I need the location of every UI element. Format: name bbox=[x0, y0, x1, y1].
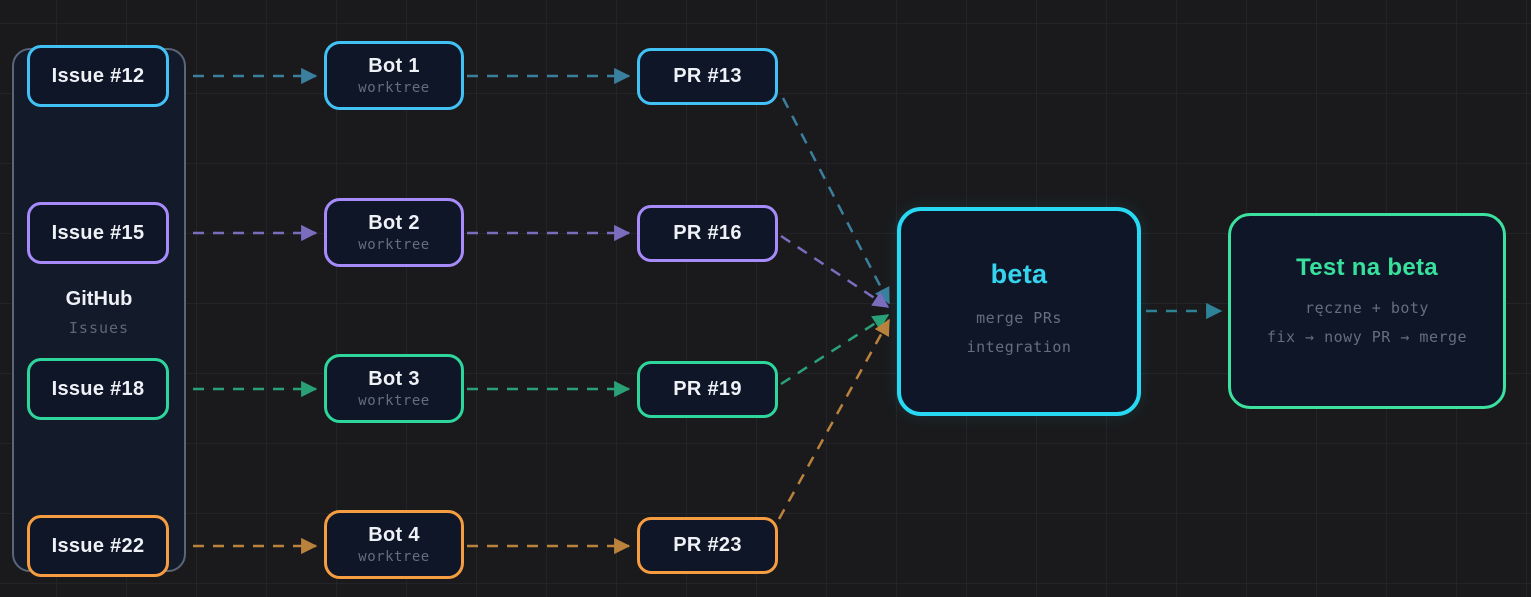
beta-description: merge PRs integration bbox=[967, 304, 1072, 362]
beta-title: beta bbox=[990, 259, 1048, 289]
github-group-label: GitHub Issues bbox=[14, 288, 184, 337]
bot-2-subtitle: worktree bbox=[358, 237, 430, 253]
issue-18-node: Issue #18 bbox=[27, 358, 169, 420]
issue-15-node: Issue #15 bbox=[27, 202, 169, 264]
test-na-beta-node: Test na beta ręczne + boty fix → nowy PR … bbox=[1228, 213, 1506, 409]
arrow-pr23-beta bbox=[777, 318, 891, 520]
test-line2: fix → nowy PR → merge bbox=[1266, 328, 1468, 346]
bot-4-subtitle: worktree bbox=[358, 549, 430, 565]
bot-1-title: Bot 1 bbox=[368, 55, 420, 77]
issue-15-label: Issue #15 bbox=[51, 221, 145, 244]
pr-23-label: PR #23 bbox=[673, 534, 742, 556]
arrow-pr13-beta bbox=[781, 97, 891, 305]
beta-line1: merge PRs bbox=[976, 309, 1062, 327]
issue-22-label: Issue #22 bbox=[51, 534, 145, 557]
bot-1-subtitle: worktree bbox=[358, 80, 430, 96]
bot-2-node: Bot 2 worktree bbox=[324, 198, 464, 267]
beta-node: beta merge PRs integration bbox=[897, 207, 1141, 416]
test-line1: ręczne + boty bbox=[1305, 299, 1429, 317]
bot-4-title: Bot 4 bbox=[368, 524, 420, 546]
issue-12-node: Issue #12 bbox=[27, 45, 169, 107]
pr-19-label: PR #19 bbox=[673, 378, 742, 400]
github-group-title: GitHub bbox=[65, 288, 133, 310]
pr-13-node: PR #13 bbox=[637, 48, 778, 105]
bot-3-subtitle: worktree bbox=[358, 393, 430, 409]
pr-16-label: PR #16 bbox=[673, 222, 742, 244]
pr-23-node: PR #23 bbox=[637, 517, 778, 574]
test-na-beta-title: Test na beta bbox=[1296, 254, 1438, 281]
bot-1-node: Bot 1 worktree bbox=[324, 41, 464, 110]
bot-2-title: Bot 2 bbox=[368, 212, 420, 234]
beta-line2: integration bbox=[966, 338, 1072, 356]
issue-22-node: Issue #22 bbox=[27, 515, 169, 577]
issue-12-label: Issue #12 bbox=[51, 64, 145, 87]
pr-19-node: PR #19 bbox=[637, 361, 778, 418]
issue-18-label: Issue #18 bbox=[51, 377, 145, 400]
test-na-beta-description: ręczne + boty fix → nowy PR → merge bbox=[1267, 294, 1467, 352]
pr-16-node: PR #16 bbox=[637, 205, 778, 262]
arrow-pr19-beta bbox=[780, 313, 890, 386]
github-group-subtitle: Issues bbox=[68, 319, 130, 337]
bot-3-node: Bot 3 worktree bbox=[324, 354, 464, 423]
arrow-pr16-beta bbox=[780, 234, 890, 309]
pr-13-label: PR #13 bbox=[673, 65, 742, 87]
github-issues-group: GitHub Issues bbox=[12, 48, 186, 572]
bot-4-node: Bot 4 worktree bbox=[324, 510, 464, 579]
bot-3-title: Bot 3 bbox=[368, 368, 420, 390]
